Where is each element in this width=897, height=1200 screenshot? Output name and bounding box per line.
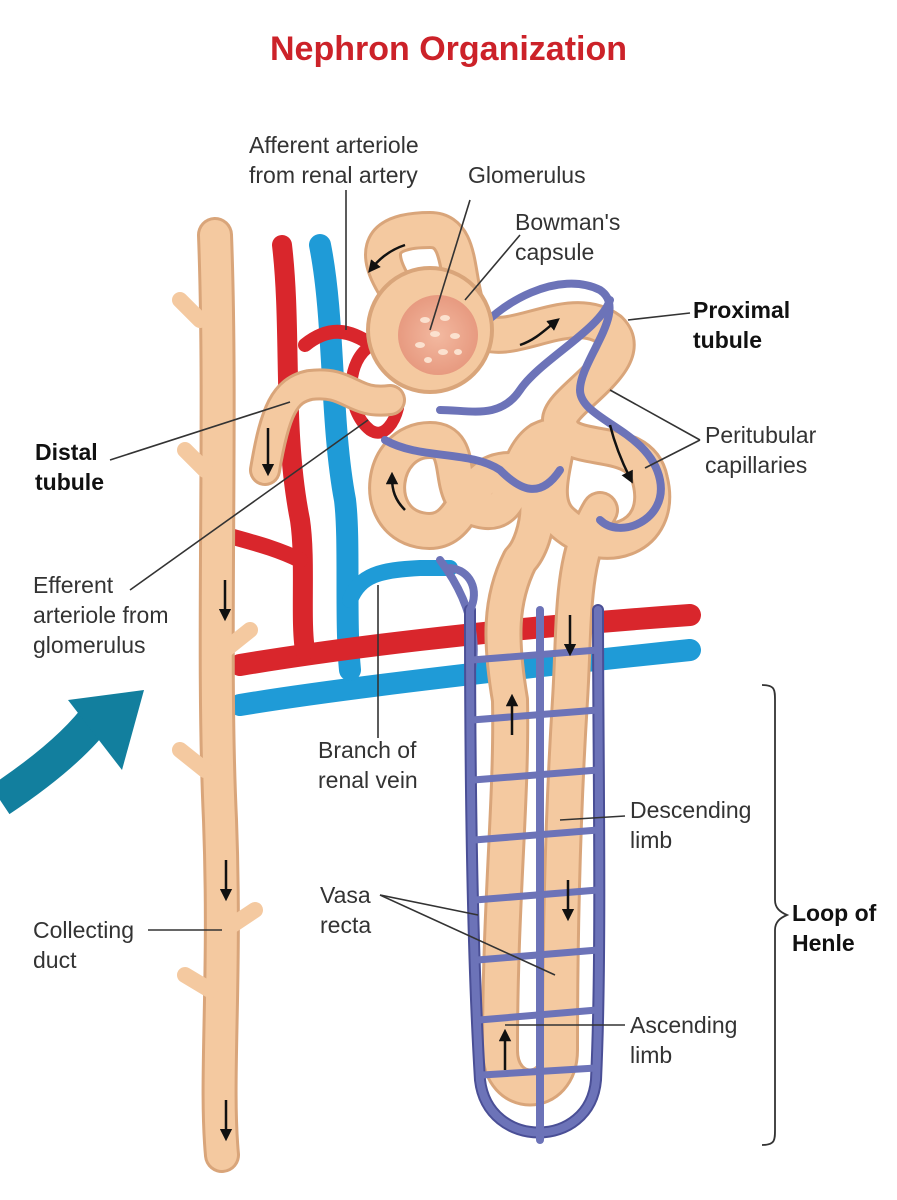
label-distal-tubule: Distal tubule xyxy=(35,439,104,495)
nephron-tubules xyxy=(364,211,672,1107)
renal-artery xyxy=(202,235,701,676)
flow-arrows xyxy=(218,243,633,1142)
collecting-duct xyxy=(172,217,263,1173)
label-loop-of-henle: Loop of Henle xyxy=(792,900,877,956)
vasa-recta xyxy=(446,564,606,1144)
label-efferent-arteriole: Efferent arteriole from glomerulus xyxy=(33,572,169,658)
label-branch-renal-vein: Branch of renal vein xyxy=(318,737,418,793)
label-glomerulus: Glomerulus xyxy=(468,162,586,188)
renal-vein xyxy=(229,234,701,716)
label-vasa-recta: Vasa recta xyxy=(320,882,372,938)
distal-tubule xyxy=(249,368,406,486)
label-collecting-duct: Collecting duct xyxy=(33,917,134,973)
leader-lines xyxy=(109,190,701,1026)
label-proximal-tubule: Proximal tubule xyxy=(693,297,791,353)
label-afferent-arteriole: Afferent arteriole from renal artery xyxy=(249,132,419,188)
page-title: Nephron Organization xyxy=(270,30,627,68)
label-ascending-limb: Ascending limb xyxy=(630,1012,738,1068)
label-descending-limb: Descending limb xyxy=(630,797,752,853)
flow-arrow-icon xyxy=(0,690,144,815)
loop-bracket xyxy=(761,684,790,1146)
label-peritubular-capillaries: Peritubular capillaries xyxy=(705,422,817,478)
label-bowmans-capsule: Bowman's capsule xyxy=(515,209,621,265)
